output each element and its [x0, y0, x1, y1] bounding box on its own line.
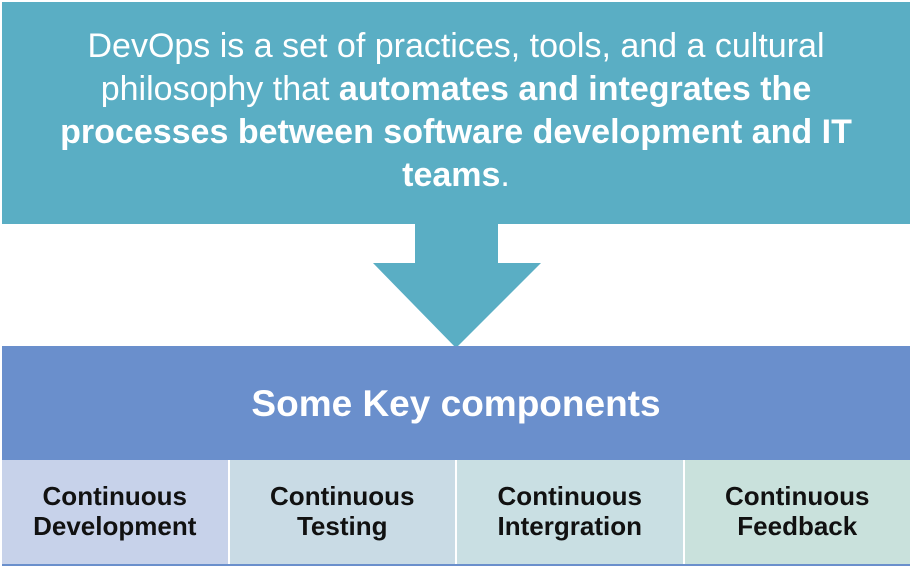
intro-text: DevOps is a set of practices, tools, and…: [26, 25, 886, 197]
down-arrow-shape: [373, 224, 541, 348]
component-line2: Testing: [296, 511, 388, 541]
key-components-heading: Some Key components: [2, 346, 910, 460]
component-continuous-testing: Continuous Testing: [229, 460, 457, 564]
components-row: Continuous Development Continuous Testin…: [2, 460, 910, 566]
intro-text-end: .: [500, 156, 510, 194]
component-line1: Continuous: [270, 481, 415, 511]
component-continuous-feedback: Continuous Feedback: [684, 460, 910, 564]
component-continuous-development: Continuous Development: [2, 460, 230, 564]
intro-text-plain: DevOps is a set of practices, tools, and…: [87, 27, 825, 108]
component-line1: Continuous: [497, 481, 642, 511]
component-line2: Development: [33, 511, 197, 541]
intro-text-bold: automates and integrates the processes b…: [60, 70, 852, 194]
component-line2: Intergration: [497, 511, 642, 541]
component-line2: Feedback: [737, 511, 858, 541]
intro-box: DevOps is a set of practices, tools, and…: [2, 2, 910, 224]
component-line1: Continuous: [725, 481, 870, 511]
component-line1: Continuous: [42, 481, 187, 511]
component-continuous-integration: Continuous Intergration: [457, 460, 685, 564]
